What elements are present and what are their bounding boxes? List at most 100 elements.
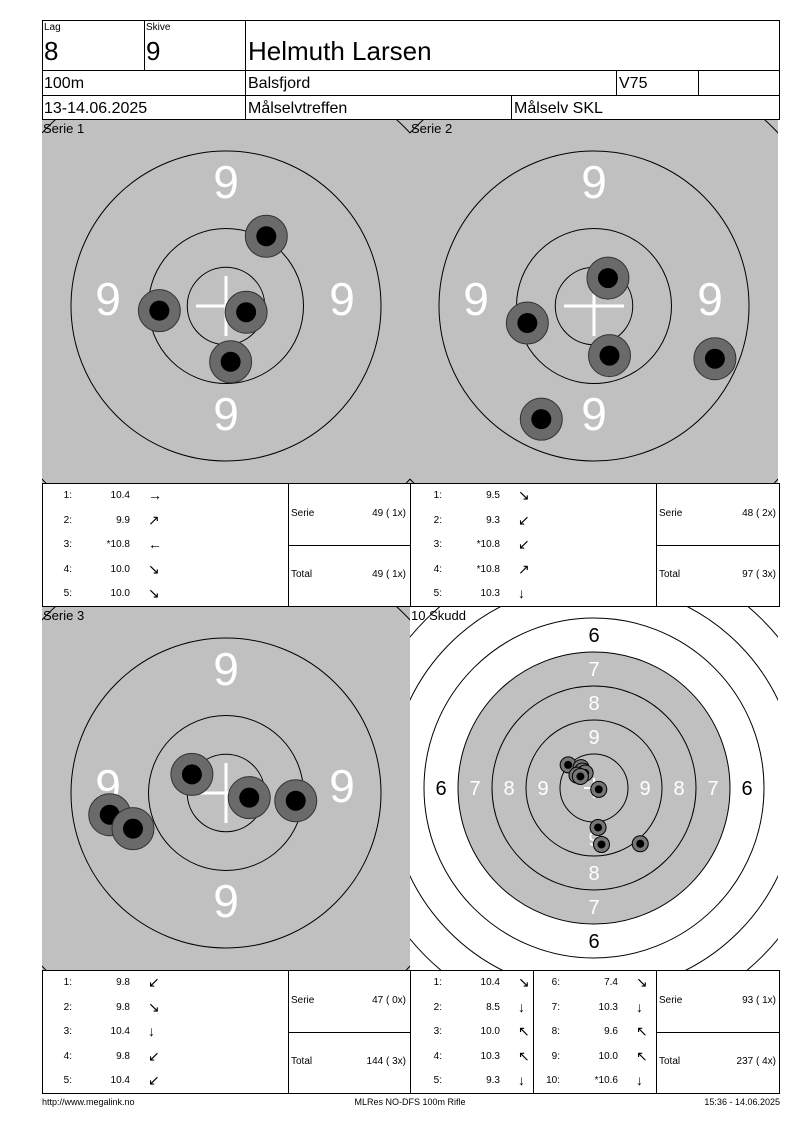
ring-number: 9: [213, 875, 239, 927]
shot-number: 3:: [63, 539, 72, 550]
shot-row: 5:10.4↙: [58, 1072, 178, 1089]
shot-row: 1:10.4→: [58, 487, 178, 504]
target-serie-1: 9 9 9 9 Serie 1: [0, 52, 480, 560]
ring-number: 9: [581, 156, 607, 208]
shot-number: 1:: [433, 977, 442, 988]
shot-direction-arrow-icon: ↖: [518, 1023, 530, 1039]
shot-center: [576, 772, 585, 781]
ring-number: 9: [329, 760, 355, 812]
shot-center: [531, 409, 552, 430]
shot-number: 2:: [63, 1001, 72, 1013]
table-divider: [533, 970, 534, 1094]
shot-center: [636, 839, 645, 848]
shot-row: 4:10.3↖: [428, 1048, 548, 1065]
shot-center: [597, 268, 618, 289]
shot-number: 4:: [433, 1050, 442, 1062]
shot-direction-arrow-icon: ↙: [518, 536, 530, 552]
target-ring: [438, 150, 750, 462]
ring-number: 7: [707, 778, 718, 800]
shot-score: 10.4: [110, 1026, 130, 1037]
shot-number: 1:: [433, 490, 442, 501]
ring-number: 9: [697, 273, 723, 325]
organizer: Målselv SKL: [514, 100, 603, 117]
header-divider: [616, 70, 617, 95]
footer-url[interactable]: http://www.megalink.no: [42, 1097, 135, 1107]
shot-score: 10.4: [110, 490, 130, 501]
shot-score: 8.5: [486, 1001, 500, 1013]
table-divider: [288, 545, 410, 546]
ring-number: 9: [588, 829, 599, 851]
ring-number: 9: [95, 273, 121, 325]
shot-direction-arrow-icon: ↙: [518, 511, 530, 528]
target-ring: [423, 617, 765, 959]
ring-number: 9: [213, 388, 239, 440]
shot-row: 3:10.4↓: [58, 1023, 178, 1040]
ring-number: 6: [588, 931, 599, 953]
ring-number: 9: [588, 727, 599, 749]
shot-center: [594, 785, 603, 794]
skive-value: 9: [146, 36, 161, 66]
serie-value: 47 ( 0x): [372, 995, 406, 1006]
shot-number: 2:: [63, 514, 72, 526]
shot-center: [599, 345, 620, 366]
lag-label: Lag: [44, 22, 61, 33]
target-ring: [457, 651, 731, 925]
target-title: Serie 3: [43, 608, 85, 623]
shot-row: 9:10.0↖: [546, 1048, 666, 1065]
header-divider: [698, 70, 699, 95]
ring-number: 7: [469, 778, 480, 800]
ring-number: 8: [503, 778, 514, 800]
shot-score: 10.3: [480, 588, 500, 599]
shot-row: 7:10.3↓: [546, 999, 666, 1016]
distance: 100m: [44, 75, 85, 92]
ring-number: 9: [213, 156, 239, 208]
ring-number: 9: [329, 273, 355, 325]
shot-center: [517, 313, 538, 334]
shot-center: [149, 300, 170, 321]
shot-number: 10:: [546, 1075, 560, 1086]
target-ring: [70, 637, 382, 949]
shooter-class: V75: [619, 75, 648, 92]
ring-number: 9: [213, 643, 239, 695]
total-value: 97 ( 3x): [742, 569, 776, 580]
shot-score: 10.4: [480, 977, 500, 988]
club: Balsfjord: [248, 75, 311, 92]
shot-row: 5:9.3↓: [428, 1072, 548, 1089]
target-title: Serie 1: [43, 121, 85, 136]
shot-number: 5:: [63, 1075, 72, 1086]
shot-number: 5:: [63, 588, 72, 599]
shot-direction-arrow-icon: ↘: [518, 974, 530, 990]
shot-center: [564, 760, 573, 769]
shot-row: 3:*10.8↙: [428, 536, 548, 553]
total-label: Total: [659, 569, 681, 580]
header-divider: [42, 70, 780, 71]
shot-score: *10.8: [106, 539, 130, 550]
shot-score: 9.8: [116, 977, 130, 988]
shot-row: 10:*10.6↓: [546, 1072, 666, 1089]
table-divider: [288, 1032, 410, 1033]
shot-number: 4:: [63, 1050, 72, 1062]
shot-direction-arrow-icon: ↘: [518, 487, 530, 503]
shot-number: 1:: [63, 977, 72, 988]
shot-row: 2:9.8↘: [58, 999, 178, 1016]
shot-score: *10.8: [476, 539, 500, 550]
target-ring: [525, 719, 663, 857]
total-label: Total: [659, 1056, 681, 1067]
ring-number: 8: [588, 693, 599, 715]
ring-number: 6: [435, 778, 446, 800]
shot-score: 7.4: [604, 977, 618, 988]
shot-direction-arrow-icon: ↓: [518, 998, 525, 1015]
date: 13-14.06.2025: [44, 100, 148, 117]
shot-center: [256, 226, 277, 247]
shot-center: [236, 302, 257, 323]
shot-row: 2:8.5↓: [428, 998, 548, 1016]
shot-center: [597, 840, 606, 849]
header-divider: [245, 20, 246, 120]
total-value: 49 ( 1x): [372, 569, 406, 580]
shot-row: 4:10.0↘: [58, 561, 178, 578]
footer-timestamp: 15:36 - 14.06.2025: [704, 1097, 780, 1107]
target-ring: [491, 685, 697, 891]
shot-score: 9.8: [116, 1001, 130, 1013]
